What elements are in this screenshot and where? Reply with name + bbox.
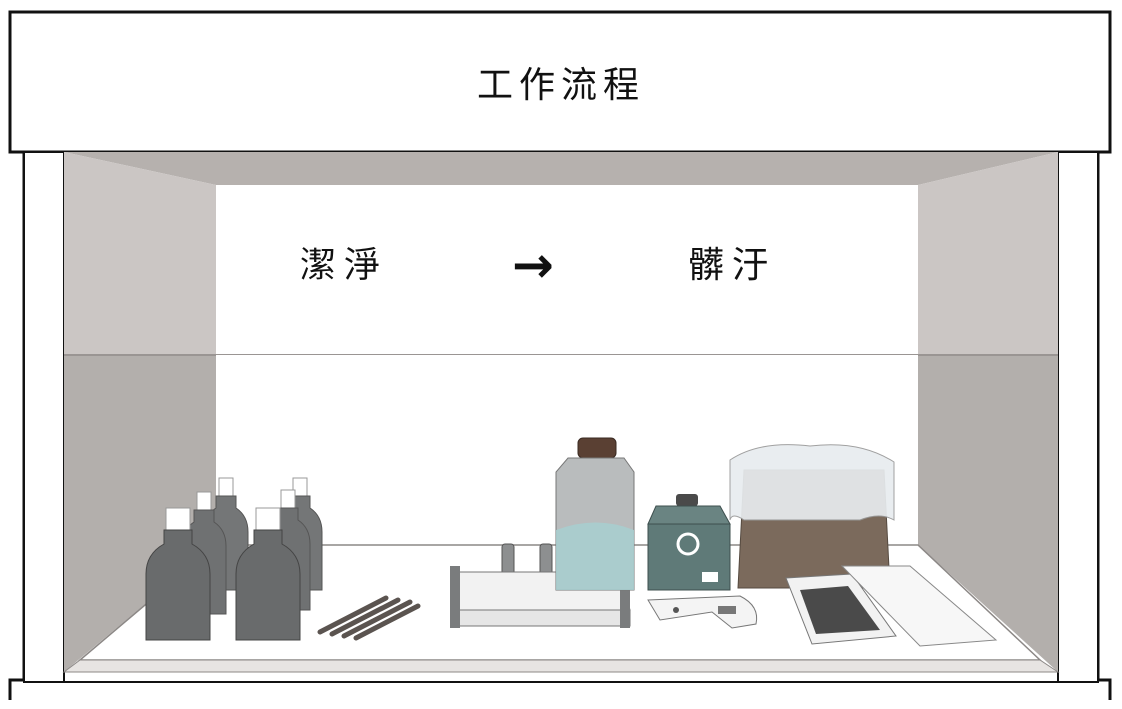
right-wall-lower (918, 355, 1058, 672)
tray-icon (785, 565, 998, 647)
right-arrow-icon: → (512, 236, 554, 294)
wash-bottle-icon (555, 437, 635, 591)
left-wall-upper (64, 152, 216, 355)
vortex-mixer-icon (647, 494, 731, 591)
page-title: 工作流程 (476, 65, 645, 106)
left-wall-lower (64, 355, 216, 672)
right-post (1057, 151, 1099, 683)
dirty-zone-label: 髒汙 (688, 245, 777, 286)
left-post (23, 151, 65, 683)
right-wall-upper (918, 152, 1058, 355)
clean-zone-label: 潔淨 (300, 245, 389, 286)
ceiling (64, 152, 1058, 185)
pipette-gun-icon (647, 595, 758, 629)
pipettes-icon (317, 595, 421, 641)
waste-bin-icon (729, 444, 895, 589)
glass-bottles-icon (145, 477, 323, 641)
header-panel (8, 10, 1112, 154)
